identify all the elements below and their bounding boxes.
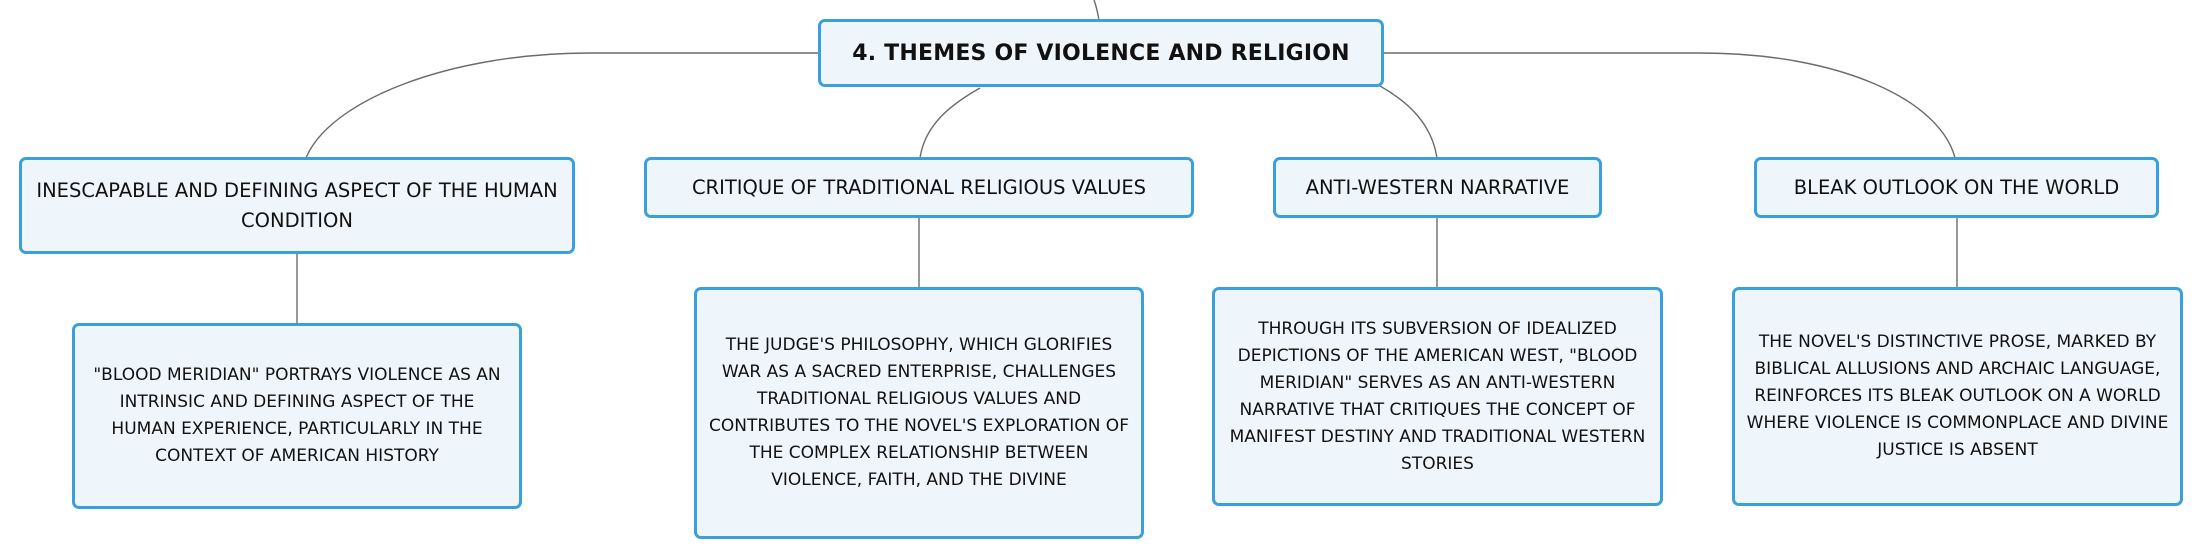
branch-node-human-condition[interactable]: INESCAPABLE AND DEFINING ASPECT OF THE H… bbox=[19, 157, 575, 254]
detail-node-human-condition[interactable]: "BLOOD MERIDIAN" PORTRAYS VIOLENCE AS AN… bbox=[72, 323, 522, 509]
detail-node-religious-values[interactable]: THE JUDGE'S PHILOSOPHY, WHICH GLORIFIES … bbox=[694, 287, 1144, 539]
root-topic-node[interactable]: 4. THEMES OF VIOLENCE AND RELIGION bbox=[818, 19, 1384, 87]
branch-node-religious-values[interactable]: CRITIQUE OF TRADITIONAL RELIGIOUS VALUES bbox=[644, 157, 1194, 218]
branch-label: INESCAPABLE AND DEFINING ASPECT OF THE H… bbox=[36, 178, 558, 232]
detail-node-anti-western[interactable]: THROUGH ITS SUBVERSION OF IDEALIZED DEPI… bbox=[1212, 287, 1663, 506]
connector-parent-stub bbox=[1093, 0, 1100, 21]
detail-text: "BLOOD MERIDIAN" PORTRAYS VIOLENCE AS AN… bbox=[93, 365, 501, 466]
detail-node-bleak-outlook[interactable]: THE NOVEL'S DISTINCTIVE PROSE, MARKED BY… bbox=[1732, 287, 2183, 506]
connector-root-to-branch-3 bbox=[1379, 85, 1438, 159]
branch-node-bleak-outlook[interactable]: BLEAK OUTLOOK ON THE WORLD bbox=[1754, 157, 2159, 218]
connector-root-to-branch-2 bbox=[919, 87, 981, 159]
branch-label: CRITIQUE OF TRADITIONAL RELIGIOUS VALUES bbox=[691, 175, 1147, 199]
connector-root-to-branch-4 bbox=[1384, 52, 1956, 159]
branch-label: BLEAK OUTLOOK ON THE WORLD bbox=[1793, 175, 2120, 199]
detail-text: THE NOVEL'S DISTINCTIVE PROSE, MARKED BY… bbox=[1746, 332, 2169, 460]
detail-text: THROUGH ITS SUBVERSION OF IDEALIZED DEPI… bbox=[1229, 318, 1646, 474]
detail-text: THE JUDGE'S PHILOSOPHY, WHICH GLORIFIES … bbox=[709, 335, 1129, 490]
root-topic-label: 4. THEMES OF VIOLENCE AND RELIGION bbox=[852, 40, 1350, 66]
connector-root-to-branch-1 bbox=[305, 52, 818, 159]
branch-node-anti-western[interactable]: ANTI-WESTERN NARRATIVE bbox=[1273, 157, 1602, 218]
branch-label: ANTI-WESTERN NARRATIVE bbox=[1305, 175, 1570, 199]
